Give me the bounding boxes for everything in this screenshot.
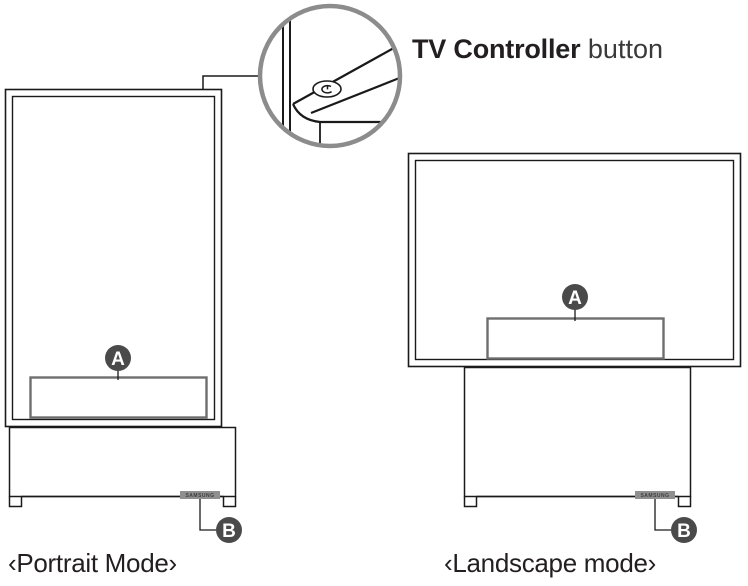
landscape-marker-a-badge xyxy=(562,284,588,310)
portrait-marker-b-badge xyxy=(216,517,242,543)
portrait-stand-feet xyxy=(8,496,237,508)
portrait-mode-caption: ‹Portrait Mode› xyxy=(8,548,177,578)
portrait-tv-screen xyxy=(11,95,216,421)
landscape-brand-plate-label: SAMSUNG xyxy=(640,493,669,499)
portrait-brand-plate xyxy=(180,491,220,499)
portrait-marker-a-badge xyxy=(105,345,131,371)
portrait-stand-body xyxy=(8,426,237,498)
landscape-marker-b-letter: B xyxy=(677,521,691,542)
detail-circle-background xyxy=(260,6,400,146)
landscape-stand-feet xyxy=(463,496,692,508)
detail-rounded-corner xyxy=(291,103,400,124)
portrait-tv-group: SAMSUNG A B xyxy=(4,88,242,543)
portrait-brand-plate-label: SAMSUNG xyxy=(185,493,214,499)
portrait-component-a-panel xyxy=(29,376,208,419)
landscape-component-a-panel xyxy=(486,317,665,360)
tv-controller-callout-label: TV Controller button xyxy=(412,36,663,63)
portrait-marker-b-leader xyxy=(199,499,216,531)
detail-bezel-top-diagonal xyxy=(292,38,400,105)
landscape-stand-body xyxy=(463,366,692,498)
tv-controller-light-text: button xyxy=(580,34,663,64)
tv-controller-strong-text: TV Controller xyxy=(412,34,581,64)
landscape-brand-plate xyxy=(635,491,675,499)
portrait-marker-b-letter: B xyxy=(222,521,236,542)
landscape-tv-group: SAMSUNG A B xyxy=(407,152,742,543)
detail-bezel-lower-diagonal xyxy=(310,71,400,115)
landscape-marker-b-leader xyxy=(654,499,671,531)
detail-circle-ring xyxy=(257,3,403,149)
landscape-mode-caption: ‹Landscape mode› xyxy=(444,548,656,578)
landscape-marker-a-letter: A xyxy=(568,288,582,309)
detail-callout-leader xyxy=(202,75,263,89)
landscape-marker-b-badge xyxy=(671,517,697,543)
tv-controller-detail-view xyxy=(257,3,403,149)
portrait-marker-a-letter: A xyxy=(111,349,125,370)
